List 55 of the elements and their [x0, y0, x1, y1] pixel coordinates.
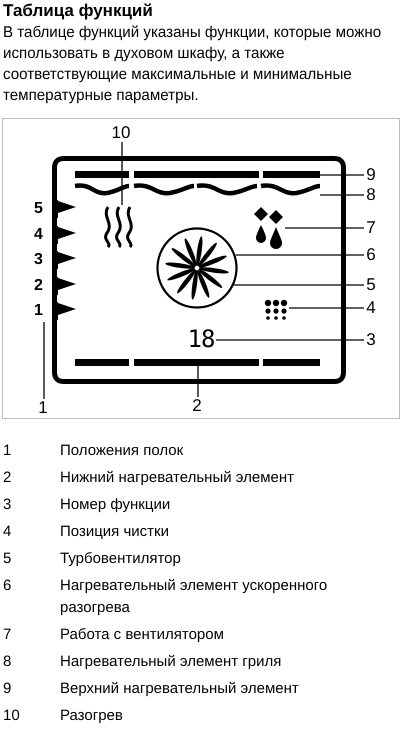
callout-number: 9	[364, 166, 378, 184]
table-number: 5	[3, 549, 12, 569]
leader-line	[43, 322, 45, 399]
leader-line	[197, 366, 199, 397]
table-number: 9	[3, 679, 12, 699]
callout-number: 1	[36, 399, 50, 417]
table-text: Работа с вентилятором	[60, 625, 225, 645]
heading: Таблица функций	[3, 1, 153, 21]
table-number: 4	[3, 522, 12, 542]
leader-line	[121, 142, 123, 205]
table-number: 8	[3, 652, 12, 672]
callout-number: 7	[364, 219, 378, 237]
table-text: Разогрев	[60, 706, 124, 726]
callout-number: 3	[364, 331, 378, 349]
table-text: Нагревательный элемент гриля	[60, 652, 282, 672]
leader-line	[216, 339, 364, 341]
intro-paragraph: В таблице функций указаны функции, которые можно использовать в духовом шкафу, а также соответствующие максимальные и минимальные температурные параметры.	[3, 23, 382, 106]
leader-line	[236, 254, 364, 256]
shelf-number: 4	[34, 226, 43, 244]
callout-number: 10	[110, 124, 132, 142]
dots-icon	[263, 299, 289, 321]
shelf-number: 2	[34, 276, 43, 294]
table-number: 3	[3, 495, 12, 515]
callout-number: 6	[364, 246, 378, 264]
table-number: 10	[3, 706, 20, 726]
leader-line	[289, 307, 364, 309]
table-text: Номер функции	[60, 495, 172, 515]
table-text: Турбовентилятор	[60, 549, 182, 569]
shelf-number: 1	[34, 302, 43, 320]
heating-bar	[75, 171, 320, 178]
table-number: 7	[3, 625, 12, 645]
table-text: Позиция чистки	[60, 522, 170, 542]
ring	[156, 227, 238, 309]
leader-line	[320, 194, 364, 196]
table-text: Нижний нагревательный элемент	[60, 468, 296, 488]
shelf-number: 5	[34, 200, 43, 218]
callout-number: 8	[364, 186, 378, 204]
callout-number: 5	[364, 276, 378, 294]
segment-digits: 18	[186, 327, 216, 351]
table-number: 6	[3, 576, 12, 596]
table-text: Верхний нагревательный элемент	[60, 679, 300, 699]
leader-line	[285, 227, 364, 229]
table-text: Положения полок	[60, 441, 184, 461]
diamonds-and-drops-icon	[253, 207, 285, 251]
shelf-number: 3	[34, 251, 43, 269]
shelf-markers	[33, 200, 77, 322]
leader-line	[232, 284, 364, 286]
callout-number: 4	[364, 299, 378, 317]
callout-number: 2	[190, 397, 204, 415]
table-number: 1	[3, 441, 12, 461]
table-text: Нагревательный элемент ускоренного разогрева	[60, 576, 328, 618]
leader-line	[320, 174, 364, 176]
table-number: 2	[3, 468, 12, 488]
wavy-heating-bar	[75, 181, 320, 197]
heating-bar	[75, 359, 320, 366]
